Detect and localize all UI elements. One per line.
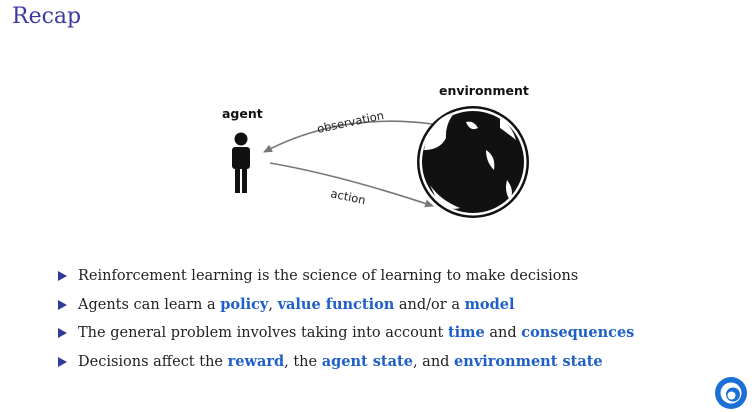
brand-logo-icon [715, 377, 747, 409]
bullet-keyword: policy [220, 295, 269, 313]
environment-label: environment [439, 83, 529, 98]
bullet-list: Reinforcement learning is the science of… [58, 262, 634, 376]
observation-label: observation [316, 108, 385, 136]
bullet-keyword: reward [227, 352, 285, 370]
person-icon [232, 132, 250, 193]
bullet-item: Agents can learn a policy, value functio… [58, 291, 634, 320]
bullet-text: Reinforcement learning is the science of… [78, 268, 579, 284]
observation-arrow [263, 120, 433, 153]
action-label: action [329, 186, 367, 207]
bullet-text: Agents can learn a [78, 296, 221, 313]
globe-icon [417, 106, 529, 218]
bullet-keyword: model [464, 295, 515, 313]
bullet-keyword: agent state [321, 352, 413, 370]
bullet-text: , [268, 296, 278, 313]
triangle-bullet-icon [58, 356, 67, 367]
bullet-text: The general problem involves taking into… [78, 325, 448, 341]
bullet-keyword: environment state [454, 352, 603, 370]
bullet-keyword: value function [277, 295, 395, 313]
bullet-text: Decisions affect the [78, 353, 228, 370]
bullet-text: , and [412, 353, 455, 370]
triangle-bullet-icon [58, 328, 67, 338]
action-arrow [269, 162, 434, 208]
bullet-item: Decisions affect the reward, the agent s… [58, 348, 634, 377]
agent-label: agent [222, 106, 263, 121]
bullet-item: Reinforcement learning is the science of… [58, 262, 634, 291]
bullet-keyword: consequences [521, 324, 635, 341]
bullet-text: and [484, 325, 522, 341]
triangle-bullet-icon [58, 299, 67, 310]
bullet-text: and/or a [394, 296, 465, 313]
bullet-keyword: time [447, 324, 485, 341]
triangle-bullet-icon [58, 271, 67, 281]
bullet-item: The general problem involves taking into… [58, 319, 634, 348]
slide-title: Recap [12, 4, 82, 29]
bullet-text: , the [284, 353, 322, 370]
